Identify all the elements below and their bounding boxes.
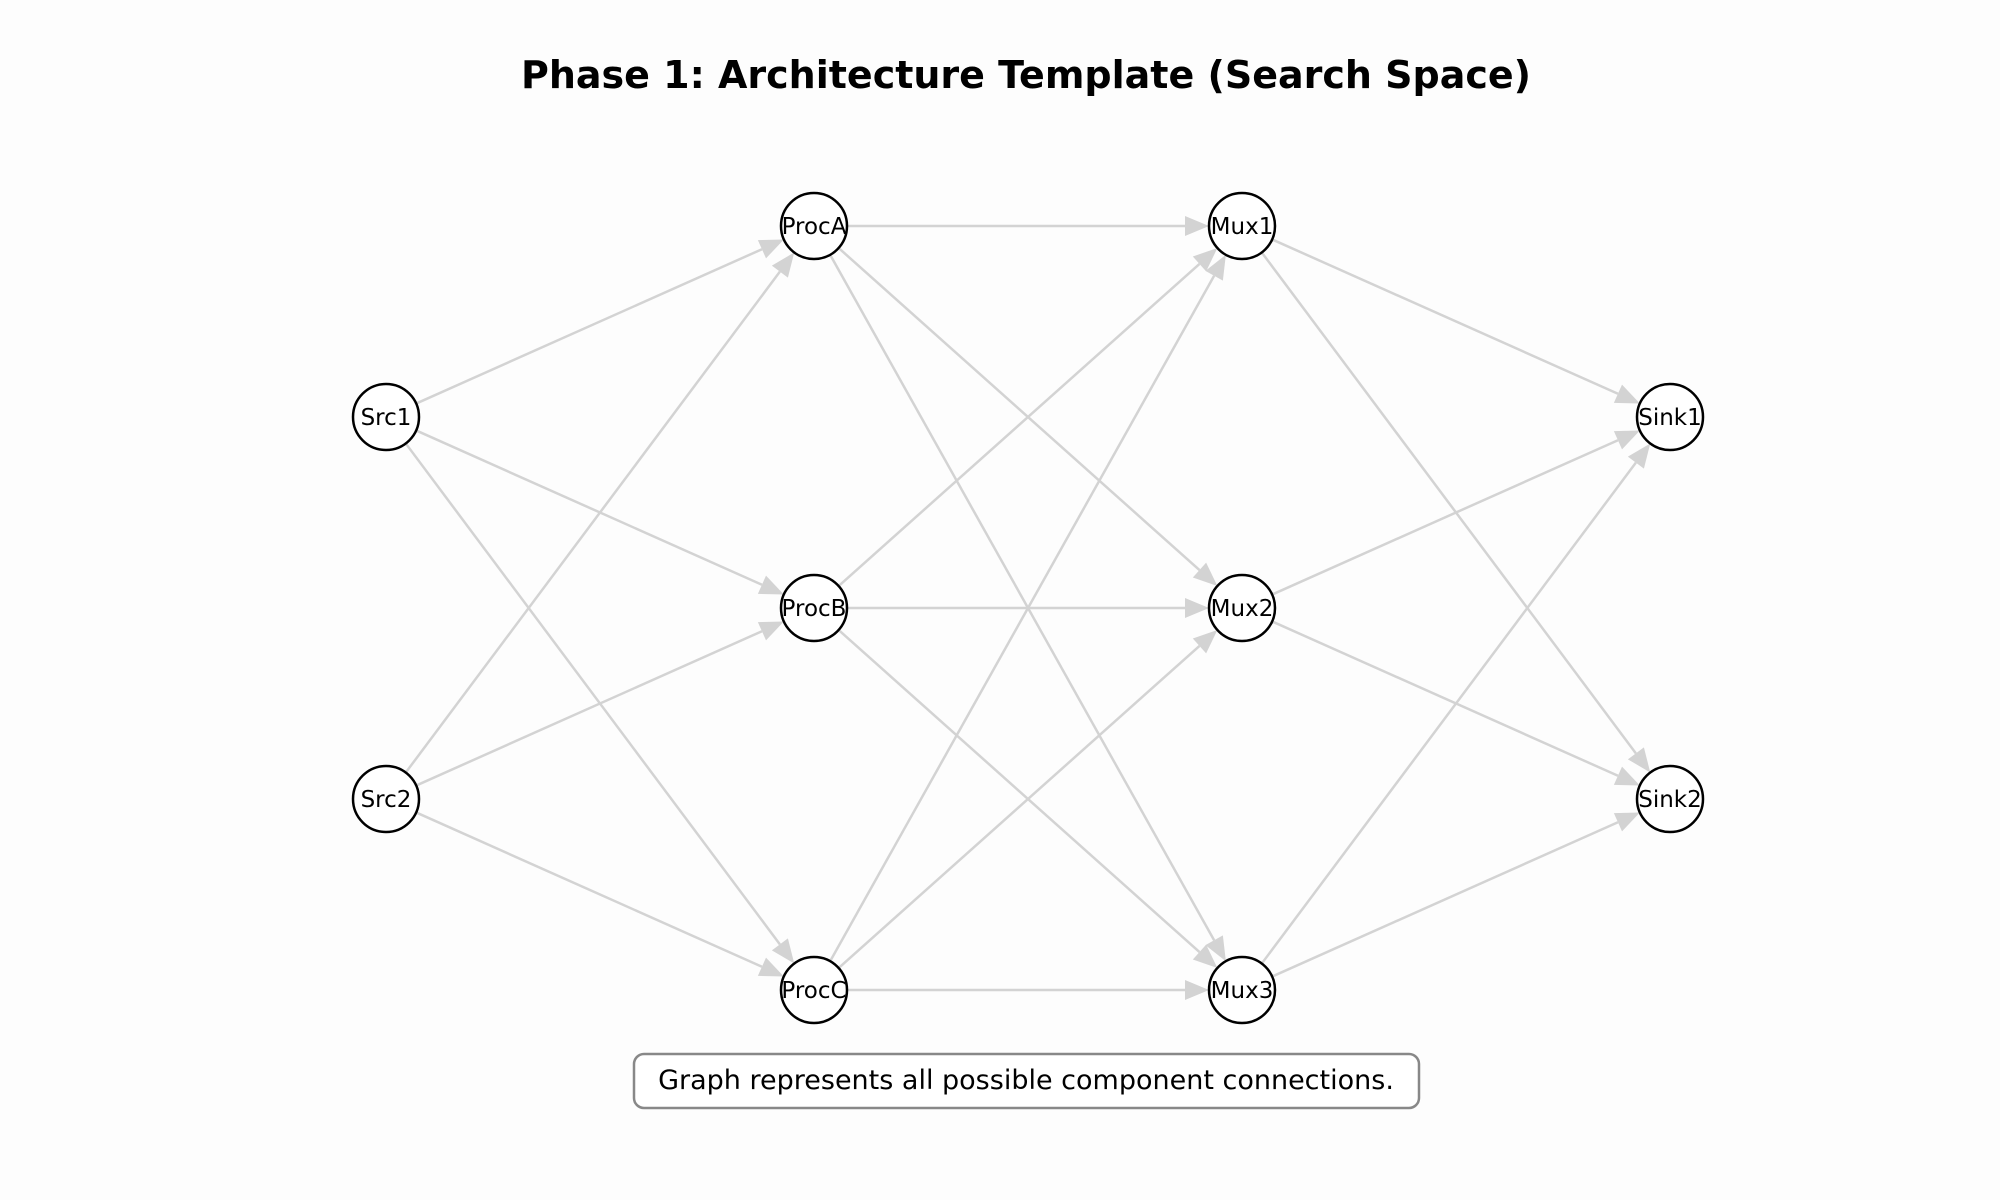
node-sink2: Sink2 [1635, 764, 1705, 834]
edge-Mux2-Sink2 [1271, 620, 1640, 786]
edges-layer [404, 216, 1651, 1000]
edge-line [837, 263, 1201, 587]
edge-line [415, 429, 763, 586]
edge-line [837, 629, 1201, 953]
arrowhead [1185, 598, 1209, 618]
edge-line [404, 442, 781, 946]
arrowhead [757, 239, 784, 259]
edge-Mux3-Sink1 [1260, 443, 1651, 965]
edge-Src2-ProcA [404, 252, 795, 774]
node-circle [779, 191, 849, 261]
edge-Src1-ProcA [415, 239, 784, 405]
edge-ProcA-Mux1 [847, 216, 1209, 236]
node-procb: ProcB [779, 573, 849, 643]
edge-line [1271, 439, 1619, 596]
arrowhead [1192, 944, 1218, 969]
node-label: Mux3 [1211, 978, 1274, 1004]
node-label: ProcC [781, 978, 846, 1004]
arrowhead [1192, 562, 1218, 587]
node-label: ProcA [782, 214, 847, 240]
caption-text: Graph represents all possible component … [658, 1065, 1394, 1096]
edge-Mux1-Sink1 [1271, 238, 1640, 404]
edge-line [837, 645, 1201, 969]
edge-line [829, 275, 1216, 962]
arrowhead [1613, 766, 1640, 786]
edge-Mux3-Sink2 [1271, 812, 1640, 978]
edge-ProcB-Mux2 [847, 598, 1209, 618]
edge-Mux2-Sink1 [1271, 430, 1640, 596]
caption-border [632, 1052, 1421, 1110]
arrowhead [1627, 443, 1651, 469]
edge-ProcC-Mux3 [847, 980, 1209, 1000]
node-circle [1207, 191, 1277, 261]
edge-line [415, 811, 763, 968]
node-label: Src2 [361, 787, 412, 813]
arrowhead [1613, 430, 1640, 450]
edge-ProcC-Mux1 [829, 254, 1226, 962]
edge-line [415, 248, 763, 405]
arrowhead [1192, 247, 1218, 272]
arrowhead [771, 252, 795, 278]
node-circle [1207, 573, 1277, 643]
node-sink1: Sink1 [1635, 382, 1705, 452]
node-circle [779, 955, 849, 1025]
arrowhead [757, 957, 784, 977]
edge-line [1271, 238, 1619, 395]
arrowhead [1185, 980, 1209, 1000]
node-label: Sink2 [1638, 787, 1702, 813]
node-mux1: Mux1 [1207, 191, 1277, 261]
arrowhead [1613, 384, 1640, 404]
node-label: Sink1 [1638, 405, 1702, 431]
arrowhead [1192, 629, 1218, 654]
node-circle [1635, 764, 1705, 834]
edge-line [1271, 821, 1619, 978]
node-mux2: Mux2 [1207, 573, 1277, 643]
node-circle [351, 764, 421, 834]
diagram-title: Phase 1: Architecture Template (Search S… [521, 53, 1531, 97]
arrowhead [1205, 254, 1226, 281]
node-proca: ProcA [779, 191, 849, 261]
arrowhead [757, 575, 784, 595]
node-circle [1635, 382, 1705, 452]
edge-line [1260, 461, 1637, 965]
node-mux3: Mux3 [1207, 955, 1277, 1025]
node-src1: Src1 [351, 382, 421, 452]
edge-line [404, 270, 781, 774]
arrowhead [1613, 812, 1640, 832]
edge-ProcB-Mux1 [837, 247, 1218, 587]
node-label: Mux1 [1211, 214, 1274, 240]
node-procc: ProcC [779, 955, 849, 1025]
edge-line [829, 254, 1216, 941]
arrowhead [1205, 935, 1226, 962]
node-circle [351, 382, 421, 452]
node-circle [779, 573, 849, 643]
arrowhead [757, 621, 784, 641]
node-src2: Src2 [351, 764, 421, 834]
arrowhead [1627, 747, 1651, 773]
node-label: ProcB [782, 596, 847, 622]
edge-ProcA-Mux3 [829, 254, 1226, 962]
edge-Src2-ProcC [415, 811, 784, 977]
node-circle [1207, 955, 1277, 1025]
edge-line [837, 247, 1201, 571]
edge-ProcA-Mux2 [837, 247, 1218, 587]
node-label: Mux2 [1211, 596, 1274, 622]
edge-Mux1-Sink2 [1260, 251, 1651, 773]
edge-line [415, 630, 763, 787]
edge-Src2-ProcB [415, 621, 784, 787]
edge-ProcC-Mux2 [837, 629, 1218, 969]
edge-Src1-ProcC [404, 442, 795, 964]
edge-line [1271, 620, 1619, 777]
caption-box: Graph represents all possible component … [632, 1052, 1421, 1110]
edge-ProcB-Mux3 [837, 629, 1218, 969]
node-label: Src1 [361, 405, 412, 431]
arrowhead [771, 938, 795, 964]
edge-line [1260, 251, 1637, 755]
edge-Src1-ProcB [415, 429, 784, 595]
arrowhead [1185, 216, 1209, 236]
